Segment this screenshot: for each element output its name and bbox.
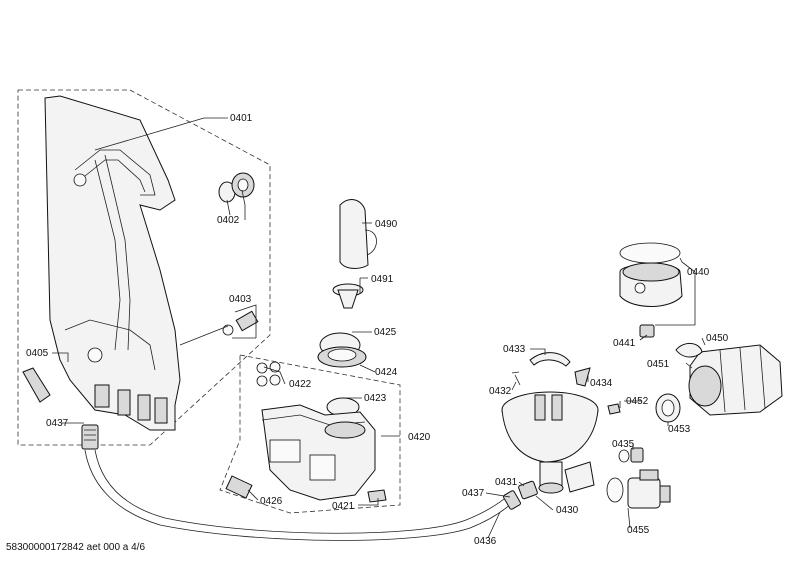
lever-part <box>529 352 571 367</box>
pump-sump-part <box>501 391 599 494</box>
label-0436: 0436 <box>474 536 497 547</box>
sensor-part <box>225 475 253 499</box>
pump-clamp-part <box>675 343 703 358</box>
label-0453: 0453 <box>668 424 691 435</box>
small-screw-part <box>511 371 521 386</box>
pump-seal-part <box>607 393 681 423</box>
label-0432: 0432 <box>489 386 512 397</box>
ring-seal-part <box>218 172 255 203</box>
label-0440: 0440 <box>687 267 710 278</box>
seal-set-part <box>256 361 281 387</box>
label-0433: 0433 <box>503 344 526 355</box>
label-0431: 0431 <box>495 477 518 488</box>
label-0426: 0426 <box>260 496 283 507</box>
label-0455: 0455 <box>627 525 650 536</box>
drain-pump-part <box>606 469 671 509</box>
label-0491: 0491 <box>371 274 394 285</box>
screw-part <box>222 310 259 336</box>
label-0437-left: 0437 <box>46 418 69 429</box>
label-0422: 0422 <box>289 379 312 390</box>
label-0424: 0424 <box>375 367 398 378</box>
drain-hose-part <box>84 449 516 541</box>
spring-clip-part <box>574 367 591 387</box>
label-0437-right: 0437 <box>462 488 485 499</box>
rinse-jug-part <box>339 199 377 269</box>
label-0452: 0452 <box>626 396 649 407</box>
label-0405: 0405 <box>26 348 49 359</box>
label-0430: 0430 <box>556 505 579 516</box>
water-softener-part <box>261 404 376 501</box>
temperature-sensor-part <box>639 324 655 338</box>
label-0450: 0450 <box>706 333 729 344</box>
side-panel-part <box>44 95 181 431</box>
cap-part <box>332 283 364 309</box>
label-0441: 0441 <box>613 338 636 349</box>
label-0451: 0451 <box>647 359 670 370</box>
label-0420: 0420 <box>408 432 431 443</box>
circulation-pump-part <box>688 344 783 416</box>
group-outline-0401 <box>17 89 271 446</box>
label-0435: 0435 <box>612 439 635 450</box>
group-outline-0420 <box>219 354 401 514</box>
hose-clamp-part <box>503 490 521 510</box>
label-0402: 0402 <box>217 215 240 226</box>
label-0434: 0434 <box>590 378 613 389</box>
label-0401: 0401 <box>230 113 253 124</box>
softener-clip-part <box>367 489 387 503</box>
drain-sensor-part <box>618 447 644 463</box>
document-footer-code: 58300000172842 aet 000 a 4/6 <box>6 542 146 553</box>
heater-part <box>619 242 683 307</box>
clip-part <box>22 367 51 403</box>
label-0425: 0425 <box>374 327 397 338</box>
label-0490: 0490 <box>375 219 398 230</box>
leader-lines <box>52 117 706 539</box>
hose-connector-part <box>81 424 99 450</box>
label-0421: 0421 <box>332 501 355 512</box>
label-0423: 0423 <box>364 393 387 404</box>
label-0403: 0403 <box>229 294 252 305</box>
lid-part <box>317 332 367 368</box>
